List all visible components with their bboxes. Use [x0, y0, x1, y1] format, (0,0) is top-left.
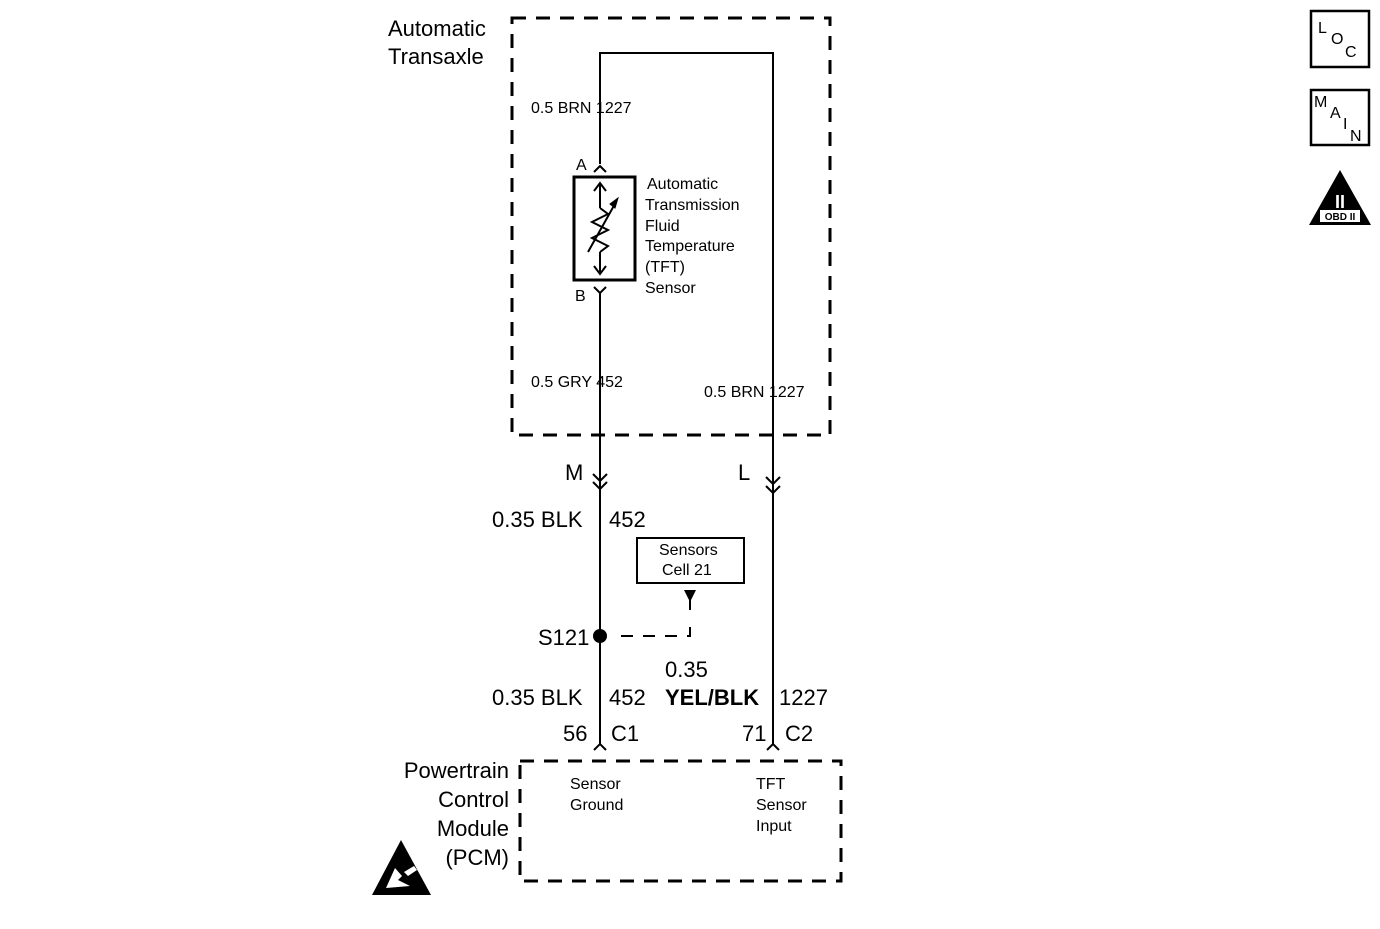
cell-ref-line2: Cell 21	[662, 562, 712, 579]
transaxle-title-2: Transaxle	[388, 44, 484, 69]
svg-text:(TFT): (TFT)	[645, 259, 685, 276]
loc-icon[interactable]: L O C	[1309, 9, 1371, 69]
transaxle-title-1: Automatic	[388, 16, 486, 41]
splice-label: S121	[538, 625, 589, 650]
pcm-pin-56: 56	[563, 721, 587, 746]
connector-m-label: M	[565, 460, 583, 485]
obd-ii-icon[interactable]: II OBD II	[1309, 170, 1371, 225]
svg-text:II: II	[1335, 192, 1345, 212]
connector-m-symbol	[592, 473, 608, 491]
wire-gry-label: 0.5 GRY 452	[531, 374, 623, 391]
svg-text:N: N	[1350, 128, 1362, 145]
wire-brn-right-label: 0.5 BRN 1227	[704, 384, 805, 401]
wire-blk-circuit-lower: 452	[609, 685, 646, 710]
wire-yel-circuit: 1227	[779, 685, 828, 710]
pcm-pin-71: 71	[742, 721, 766, 746]
svg-text:OBD II: OBD II	[1325, 212, 1356, 223]
pcm-fn-tft-input-2: Sensor	[756, 797, 807, 814]
pin-a-label: A	[576, 157, 587, 174]
pcm-pin-c1-connector	[593, 742, 607, 751]
pcm-title: Powertrain Control Module (PCM)	[404, 758, 509, 870]
wire-brn-loop	[599, 52, 774, 488]
svg-text:Module: Module	[437, 816, 509, 841]
pcm-conn-c2: C2	[785, 721, 813, 746]
esd-warning-icon	[372, 840, 431, 895]
svg-text:O: O	[1331, 31, 1343, 48]
cell-ref-line1: Sensors	[659, 542, 718, 559]
pcm-fn-sensor-ground-1: Sensor	[570, 776, 621, 793]
sensor-name: Automatic Transmission Fluid Temperature…	[645, 176, 740, 297]
svg-text:Automatic: Automatic	[647, 176, 718, 193]
svg-text:Temperature: Temperature	[645, 238, 735, 255]
svg-text:Fluid: Fluid	[645, 218, 680, 235]
pcm-fn-tft-input-3: Input	[756, 818, 792, 835]
svg-text:M: M	[1314, 94, 1327, 111]
main-icon[interactable]: M A I N	[1309, 88, 1371, 147]
svg-text:Sensor: Sensor	[645, 280, 696, 297]
wire-yel-gauge: 0.35	[665, 657, 708, 682]
pcm-box	[518, 759, 843, 883]
svg-text:(PCM): (PCM)	[445, 845, 509, 870]
svg-text:Transmission: Transmission	[645, 197, 740, 214]
wire-blk-circuit-upper: 452	[609, 507, 646, 532]
pin-b-connector	[593, 286, 607, 295]
svg-text:C: C	[1345, 44, 1357, 61]
splice-dashed-link	[621, 622, 691, 637]
cell-ref-arrow	[684, 590, 696, 610]
cell-ref-box	[636, 537, 745, 584]
pin-a-connector	[593, 164, 607, 173]
transaxle-box	[510, 16, 832, 437]
pin-b-label: B	[575, 288, 586, 305]
connector-l-label: L	[738, 460, 750, 485]
svg-text:Control: Control	[438, 787, 509, 812]
pcm-fn-sensor-ground-2: Ground	[570, 797, 623, 814]
svg-text:L: L	[1318, 20, 1327, 37]
pcm-fn-tft-input-1: TFT	[756, 776, 786, 793]
wire-top-label: 0.5 BRN 1227	[531, 100, 632, 117]
svg-text:I: I	[1343, 116, 1347, 133]
wire-yel-color: YEL/BLK	[665, 685, 759, 710]
wire-blk-color-lower: 0.35 BLK	[492, 685, 583, 710]
pcm-pin-c2-connector	[766, 742, 780, 751]
wire-blk-color-upper: 0.35 BLK	[492, 507, 583, 532]
thermistor-symbol	[587, 181, 619, 276]
splice-s121	[593, 629, 607, 643]
svg-text:Powertrain: Powertrain	[404, 758, 509, 783]
pcm-conn-c1: C1	[611, 721, 639, 746]
svg-text:A: A	[1330, 105, 1341, 122]
